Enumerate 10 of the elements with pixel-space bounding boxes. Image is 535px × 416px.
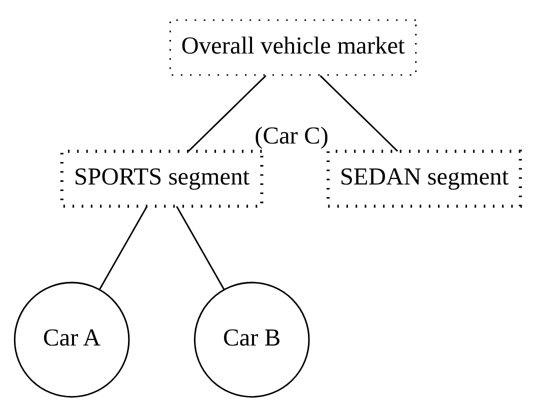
node-circle: Car A: [14, 281, 130, 398]
node-box: Overall vehicle market: [169, 18, 417, 76]
node-label: (Car C): [254, 122, 328, 149]
connector: [99, 206, 148, 289]
node-box: SPORTS segment: [60, 149, 264, 208]
node-box: SEDAN segment: [326, 149, 522, 208]
node-circle: Car B: [194, 281, 310, 398]
connector: [320, 74, 398, 152]
connector: [188, 74, 266, 152]
connector: [176, 206, 224, 289]
